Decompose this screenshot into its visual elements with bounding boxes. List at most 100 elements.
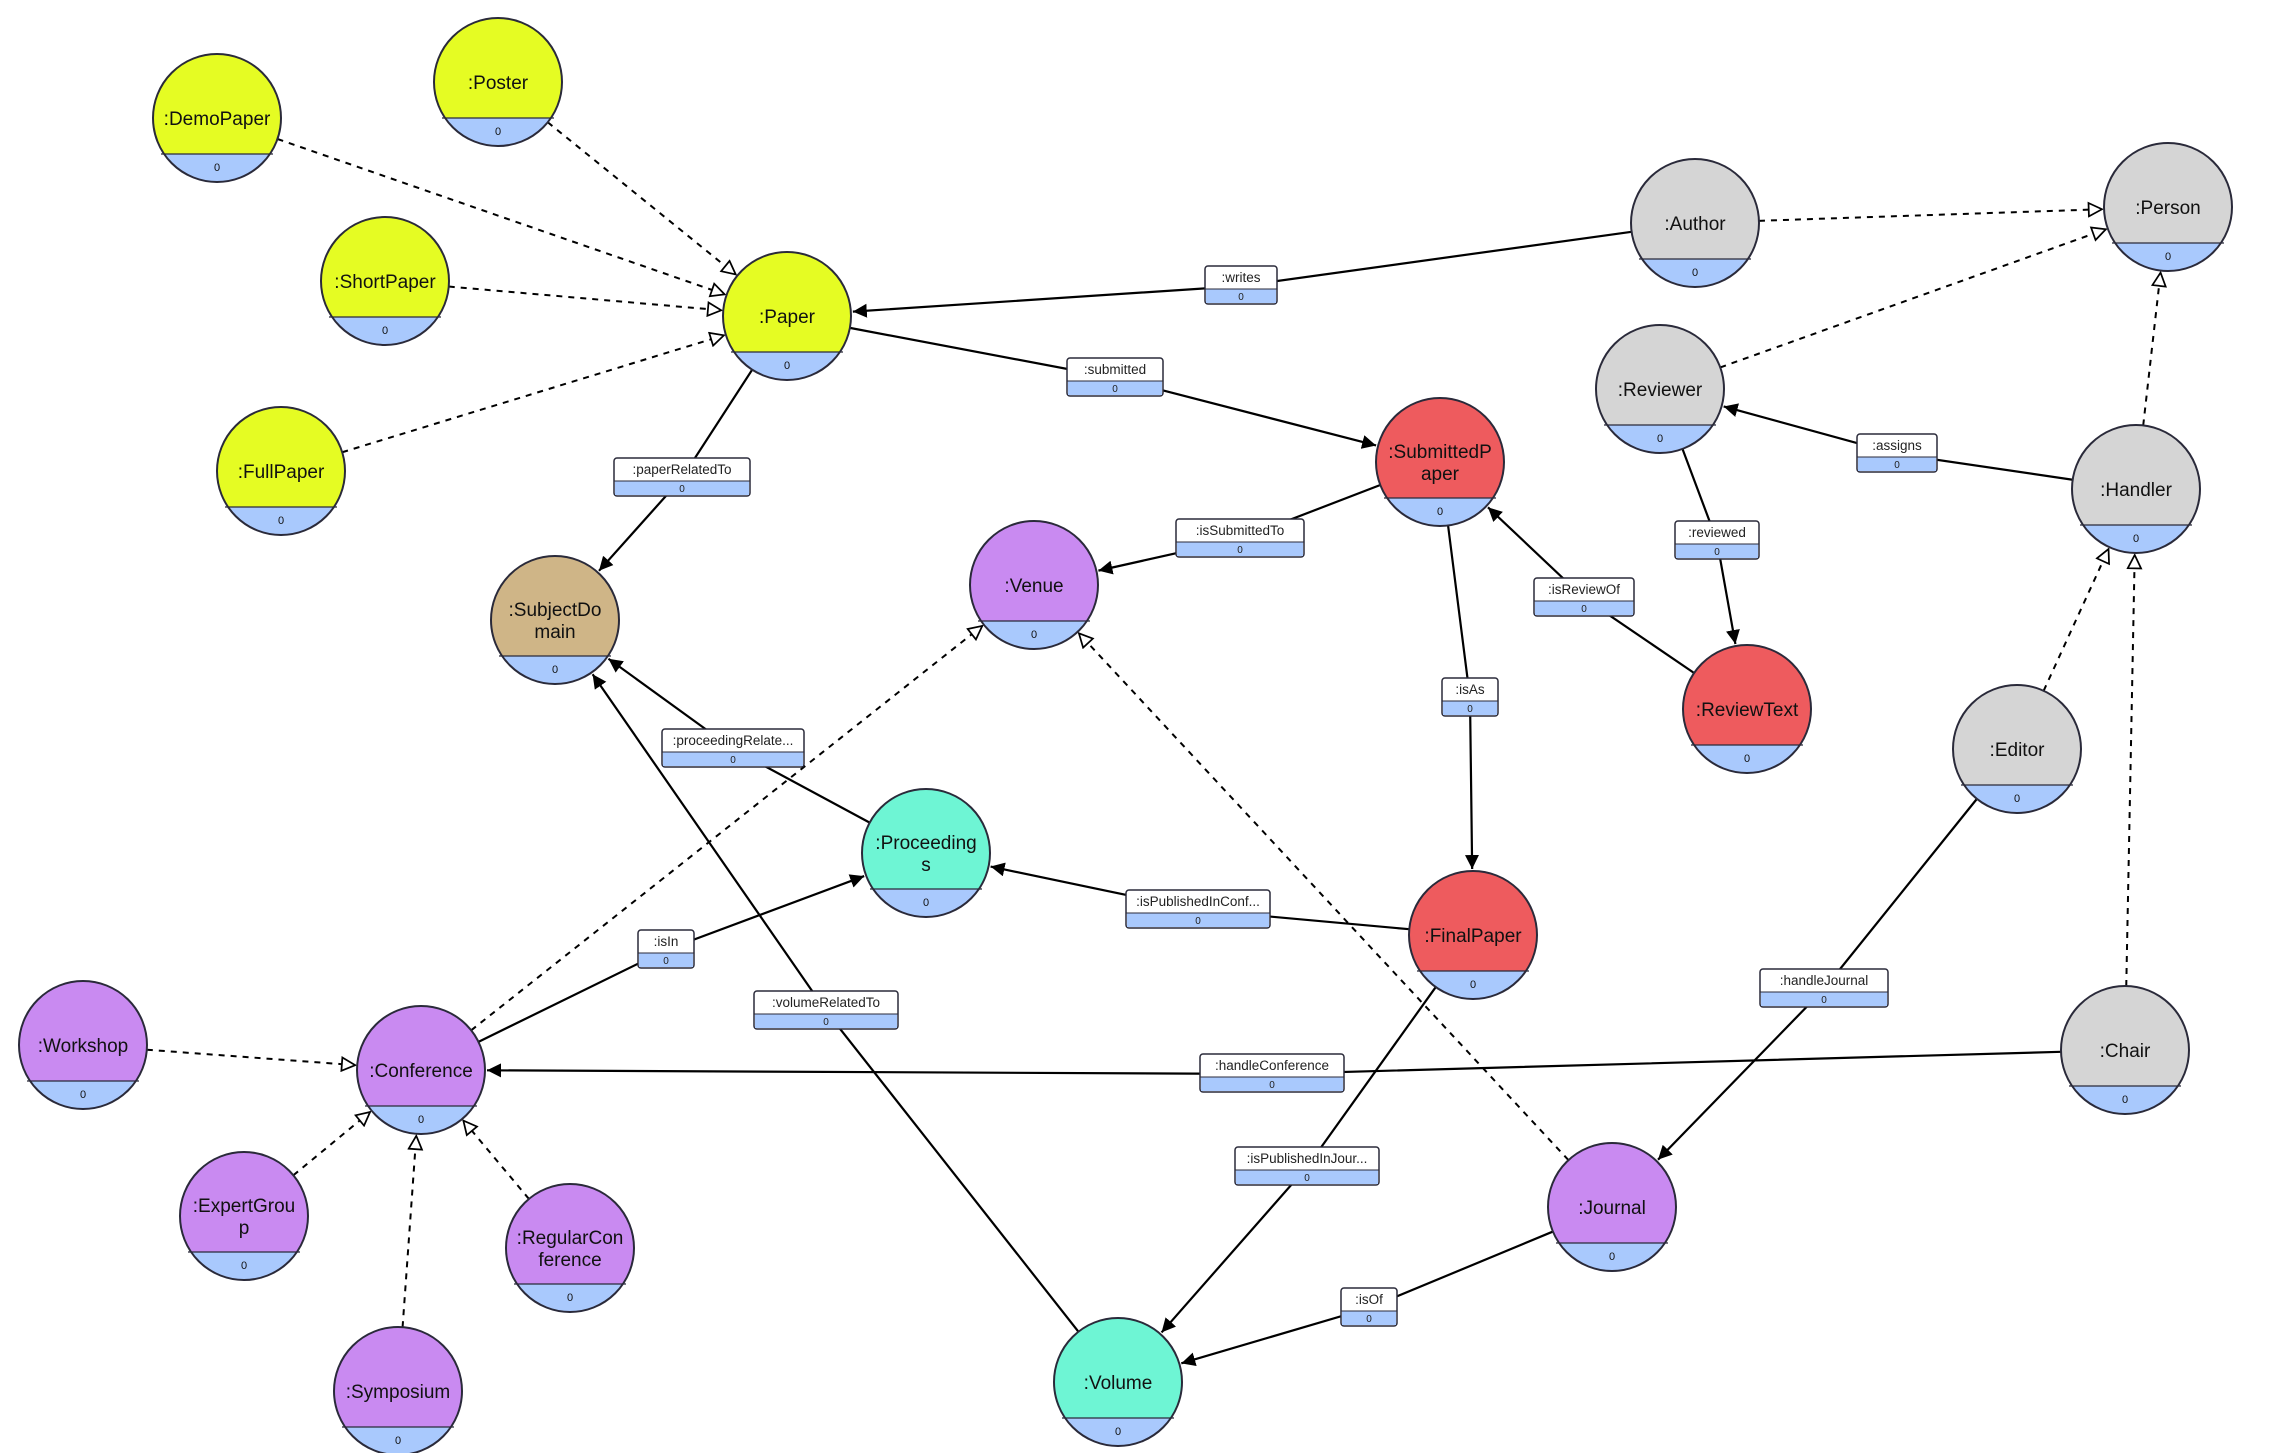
property-instance-count: 0 <box>1821 995 1827 1006</box>
property-count-band <box>1342 1311 1396 1325</box>
class-nodes: :DemoPaper0:Poster0:ShortPaper0:Paper0:F… <box>18 17 2233 1453</box>
node-instance-count: 0 <box>495 126 501 138</box>
node-instance-count: 0 <box>382 325 388 337</box>
property-instance-count: 0 <box>663 956 669 967</box>
property-count-band <box>1206 289 1276 303</box>
property-labels: :writes0:submitted0:paperRelatedTo0:isSu… <box>613 265 1938 1327</box>
property-label: :paperRelatedTo <box>632 462 731 477</box>
node-label: :SubjectDo <box>509 600 602 621</box>
node-circle <box>217 407 345 535</box>
node-author[interactable]: :Author 0 <box>1630 158 1760 323</box>
node-instance-count: 0 <box>80 1089 86 1101</box>
node-label: :Person <box>2135 198 2200 219</box>
node-circle <box>1631 159 1759 287</box>
subclass-edge-chair-to-handler <box>2125 555 2134 987</box>
node-shortpaper[interactable]: :ShortPaper 0 <box>320 216 450 381</box>
node-circle <box>506 1184 634 1312</box>
node-label: :Conference <box>369 1061 473 1082</box>
node-label: :Volume <box>1084 1373 1153 1394</box>
node-outline <box>333 1326 463 1453</box>
node-label: :FullPaper <box>238 462 325 483</box>
property-instance-count: 0 <box>1894 460 1900 471</box>
subclass-edge-conference-to-venue <box>470 626 982 1032</box>
node-circle <box>1683 645 1811 773</box>
subclass-edge-reviewer-to-person <box>1719 229 2106 369</box>
node-label: :Reviewer <box>1618 380 1703 401</box>
node-outline <box>1547 1142 1677 1272</box>
property-count-band <box>1068 381 1162 395</box>
property-ispublishedinconf[interactable]: :isPublishedInConf...0 <box>1125 889 1271 929</box>
subclass-edges <box>146 121 2161 1328</box>
node-label: s <box>921 855 931 876</box>
node-outline <box>179 1151 309 1281</box>
node-instance-count: 0 <box>1692 267 1698 279</box>
property-label: :isIn <box>654 934 679 949</box>
node-outline <box>1053 1317 1183 1447</box>
node-label: :Symposium <box>346 1382 451 1403</box>
node-instance-count: 0 <box>1031 629 1037 641</box>
property-count-band <box>1236 1170 1378 1184</box>
property-instance-count: 0 <box>1195 916 1201 927</box>
node-instance-count: 0 <box>784 360 790 372</box>
node-instance-count: 0 <box>2014 793 2020 805</box>
node-outline <box>1682 644 1812 774</box>
node-label: :Chair <box>2100 1041 2151 1062</box>
property-edges <box>477 230 2073 1367</box>
property-label: :isPublishedInJour... <box>1247 1151 1368 1166</box>
property-label: :isReviewOf <box>1548 582 1620 597</box>
node-circle <box>1376 398 1504 526</box>
property-ispublishedinjour[interactable]: :isPublishedInJour...0 <box>1234 1146 1380 1186</box>
node-circle <box>2072 425 2200 553</box>
property-isin[interactable]: :isIn 0 <box>637 929 695 969</box>
property-proceedingrelatedto[interactable]: :proceedingRelate...0 <box>661 728 805 768</box>
property-instance-count: 0 <box>1237 545 1243 556</box>
node-instance-count: 0 <box>214 162 220 174</box>
node-label: :Author <box>1664 214 1726 235</box>
node-label: :Journal <box>1578 1198 1646 1219</box>
property-count-band <box>615 481 749 495</box>
node-label: :Proceeding <box>875 833 976 854</box>
property-instance-count: 0 <box>1467 704 1473 715</box>
node-outline <box>2071 424 2201 554</box>
node-outline <box>216 406 346 536</box>
node-instance-count: 0 <box>1470 979 1476 991</box>
node-instance-count: 0 <box>1744 753 1750 765</box>
node-circle <box>19 981 147 1109</box>
node-label: :ShortPaper <box>334 272 436 293</box>
node-circle <box>970 521 1098 649</box>
node-circle <box>723 252 851 380</box>
